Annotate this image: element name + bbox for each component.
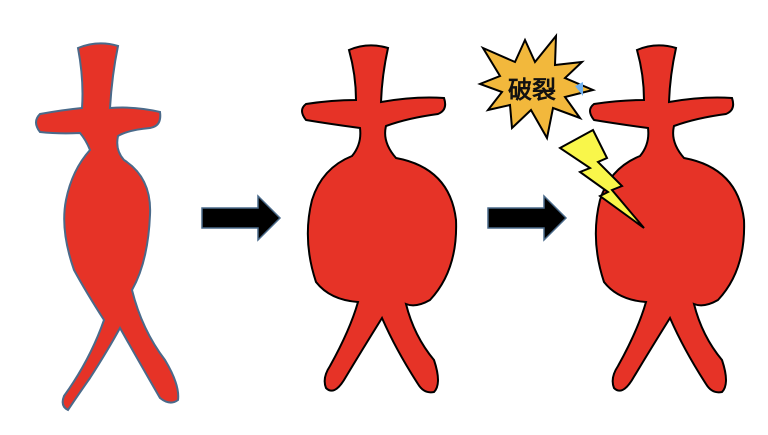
rupture-label: 破裂 xyxy=(508,76,556,104)
right-arrow-icon xyxy=(487,194,568,242)
rupture-burst-icon: 破裂 xyxy=(477,33,597,141)
lightning-icon xyxy=(558,128,645,229)
right-arrow-icon xyxy=(201,194,282,242)
normal-aorta xyxy=(35,42,180,412)
aortic-aneurysm xyxy=(301,44,458,394)
ruptured-aneurysm xyxy=(589,44,746,394)
cursor-marker-icon xyxy=(575,82,583,96)
